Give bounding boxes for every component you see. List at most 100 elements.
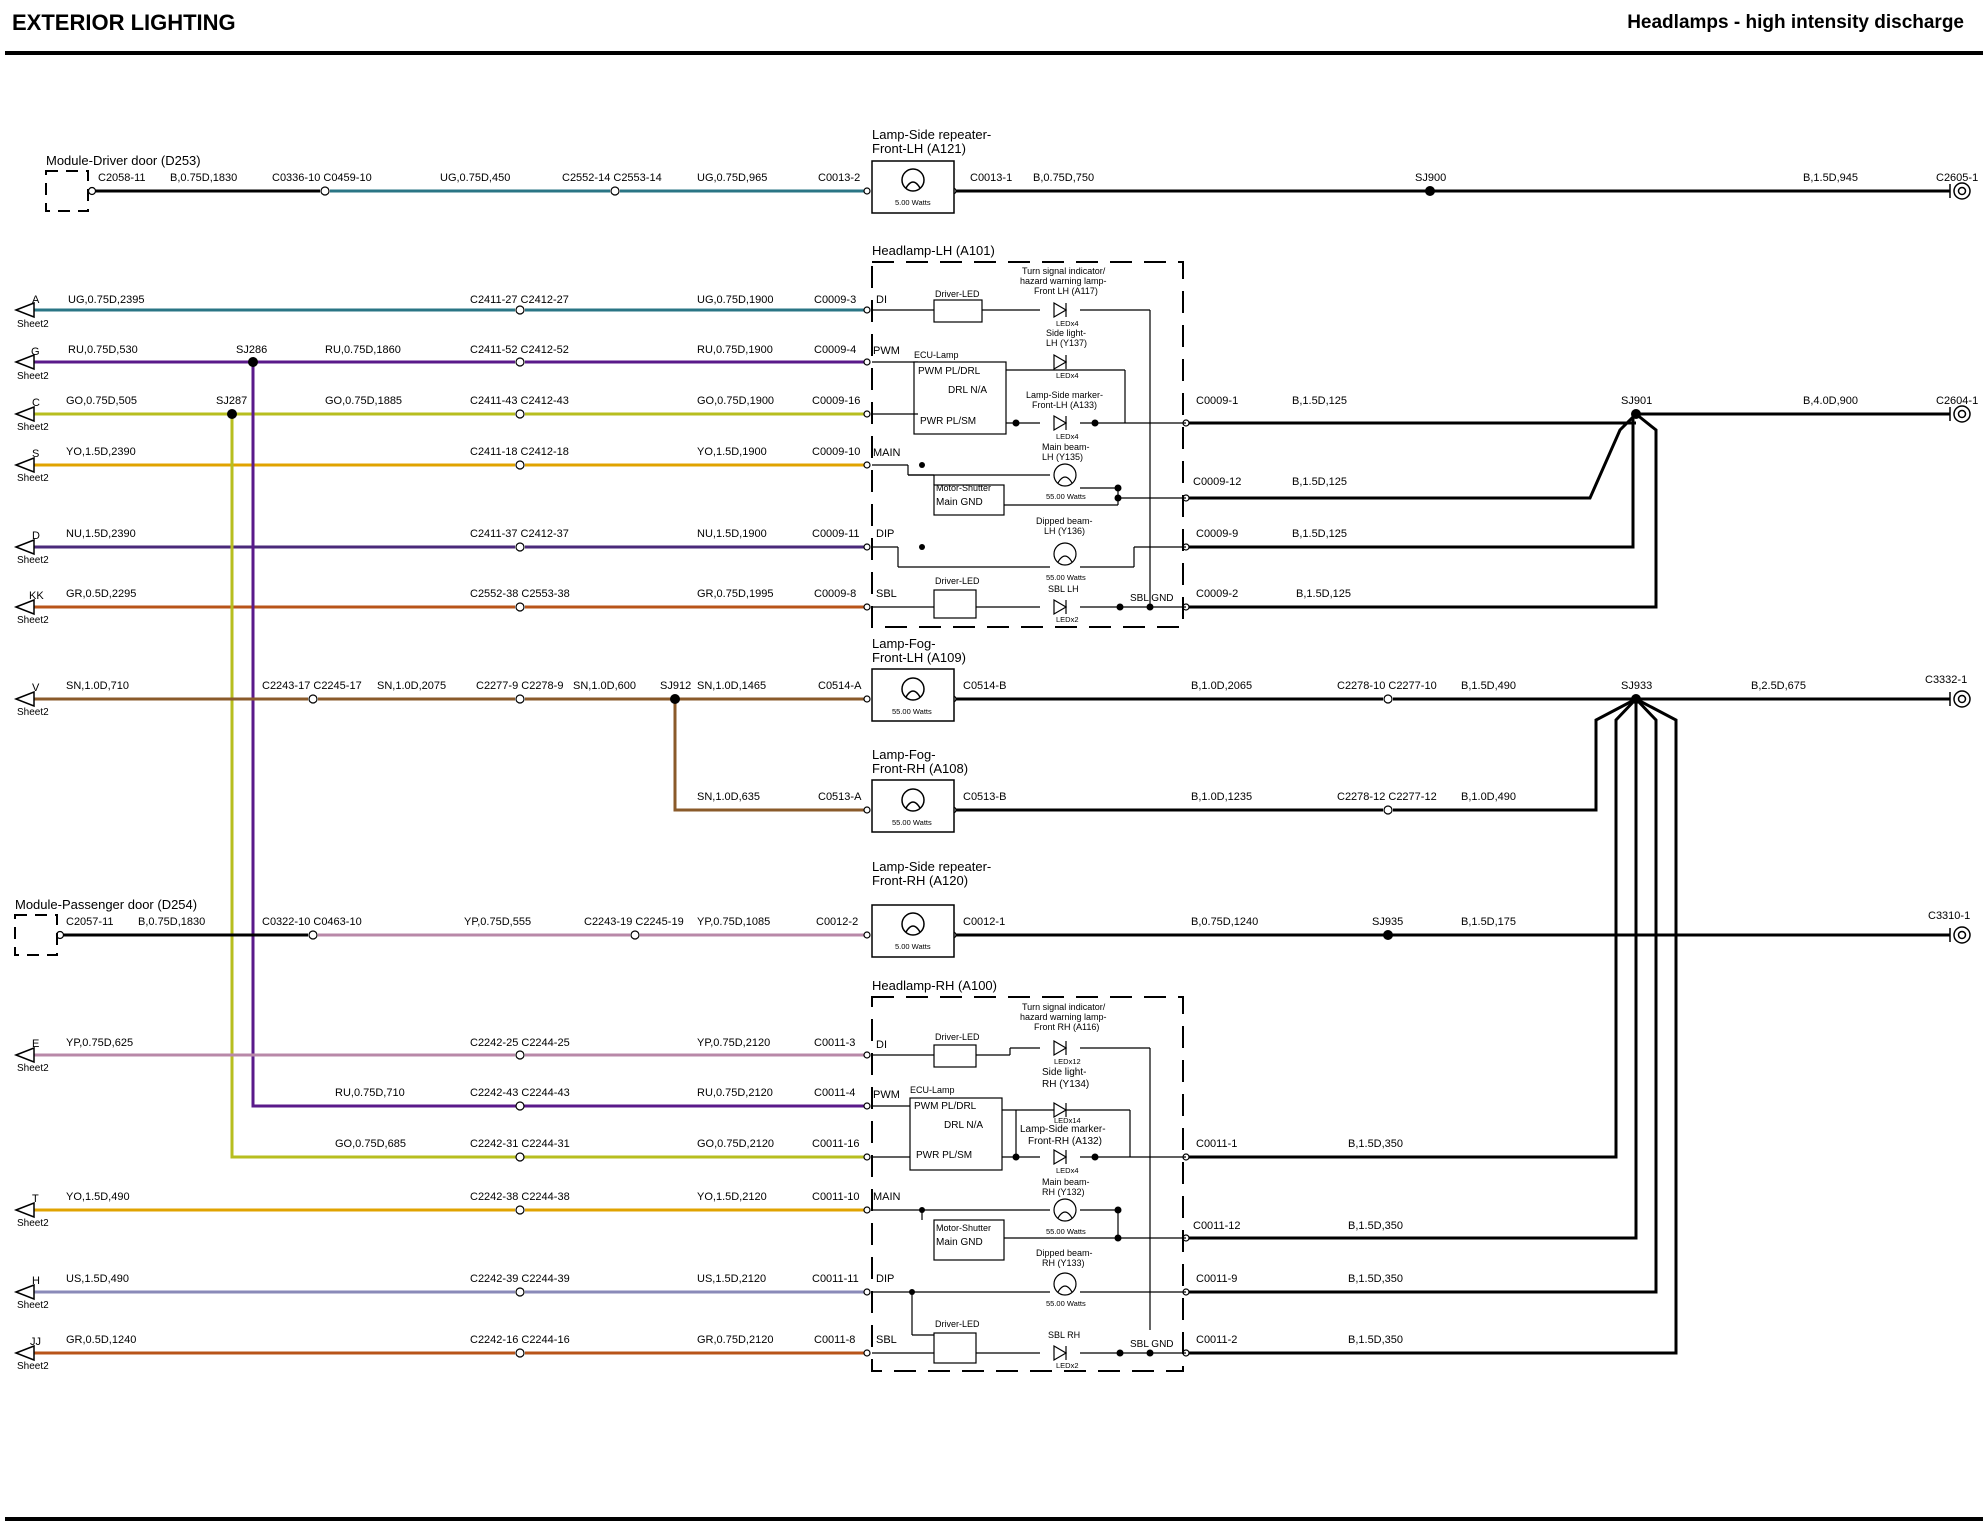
- pin-pwm-rh: PWM: [873, 1089, 900, 1101]
- connector-label: C2242-31 C2244-31: [470, 1138, 570, 1150]
- conn-mark: [308, 694, 318, 704]
- wire-label: NU,1.5D,2390: [66, 528, 136, 540]
- wire-label: B,1.0D,490: [1461, 791, 1516, 803]
- pin-mark: [863, 1153, 871, 1161]
- sheet-label: Sheet2: [17, 422, 49, 433]
- wire-label: GO,0.75D,1900: [697, 395, 774, 407]
- ground-terminal-c2605: [1949, 182, 1971, 200]
- pin-mark: [863, 187, 871, 195]
- led-count-label: LEDx4: [1056, 1166, 1079, 1175]
- led-icon: [1053, 1039, 1068, 1057]
- wire-label: B,1.5D,945: [1803, 172, 1858, 184]
- pin-sbl-rh: SBL: [876, 1334, 897, 1346]
- connector-label: C2411-37 C2412-37: [470, 528, 569, 540]
- connector-label: C0513-A: [818, 791, 862, 803]
- turn-rh-label-1: Turn signal indicator/: [1022, 1002, 1106, 1012]
- watts-label: 55.00 Watts: [1046, 1227, 1086, 1236]
- watts-label: 55.00 Watts: [1046, 492, 1086, 501]
- conn-mark: [630, 930, 640, 940]
- side-lh-label-1: Side light-: [1046, 328, 1086, 338]
- ground-terminals: [1949, 182, 1971, 944]
- wire-label: YP,0.75D,625: [66, 1037, 133, 1049]
- signal-label: JJ: [30, 1336, 41, 1348]
- sheet-arrow-icon: [13, 405, 35, 423]
- conn-mark: [515, 542, 525, 552]
- wire-C-branch: [230, 414, 865, 1159]
- side-repeater-rh-label: Lamp-Side repeater-: [872, 859, 991, 874]
- pin-mark: [863, 603, 871, 611]
- sheet-label: Sheet2: [17, 1300, 49, 1311]
- watts-label: 55.00 Watts: [892, 707, 932, 716]
- pin-mark: [863, 1349, 871, 1357]
- ecu-drl-label: DRL N/A: [944, 1120, 983, 1131]
- sheet-label: Sheet2: [17, 371, 49, 382]
- wire-label: RU,0.75D,530: [68, 344, 138, 356]
- wire-C0009-12: [1188, 412, 1638, 500]
- wire-label: SN,1.0D,600: [573, 680, 636, 692]
- headlamp-rh-dots: [909, 1153, 1154, 1357]
- marker-rh-label-2: Front-RH (A132): [1028, 1136, 1102, 1147]
- ecu-pwr-label: PWR PL/SM: [916, 1150, 972, 1161]
- driver-led-label: Driver-LED: [935, 1032, 980, 1042]
- conn-mark: [1383, 694, 1393, 704]
- wire-label: US,1.5D,2120: [697, 1273, 766, 1285]
- sheet-arrows: [13, 301, 35, 1362]
- wire-label: UG,0.75D,1900: [697, 294, 773, 306]
- signal-label: C: [32, 397, 40, 409]
- bulb-icon: [901, 788, 925, 812]
- conn-mark: [515, 1152, 525, 1162]
- connector-label: C0009-16: [812, 395, 860, 407]
- marker-rh-label-1: Lamp-Side marker-: [1020, 1124, 1106, 1135]
- sheet-label: Sheet2: [17, 615, 49, 626]
- wire-label: B,0.75D,1830: [138, 916, 205, 928]
- led-icon: [1053, 353, 1068, 371]
- wire-label: RU,0.75D,710: [335, 1087, 405, 1099]
- headlamp-lh-labels: Driver-LED ECU-Lamp PWM PL/DRL DRL N/A P…: [873, 266, 1174, 624]
- motor-shutter-label: Motor-Shutter: [936, 1223, 991, 1233]
- splice-sj901: [1631, 409, 1641, 419]
- bulb-icon: [1053, 463, 1077, 487]
- wire-label: UG,0.75D,965: [697, 172, 767, 184]
- pin-dip-rh: DIP: [876, 1273, 894, 1285]
- wire-G-branch: [251, 362, 865, 1108]
- connector-label: C2243-19 C2245-19: [584, 916, 684, 928]
- conn-mark: [515, 1348, 525, 1358]
- pin-di-lh: DI: [876, 294, 887, 306]
- connector-label: C0322-10 C0463-10: [262, 916, 362, 928]
- wire-label: B,1.0D,1235: [1191, 791, 1252, 803]
- wires: [28, 189, 1950, 1355]
- pin-mark: [863, 806, 871, 814]
- wire-label: GR,0.5D,1240: [66, 1334, 136, 1346]
- ground-terminal-c3310: [1949, 926, 1971, 944]
- signal-label: E: [32, 1038, 39, 1050]
- led-count-label: LEDx12: [1054, 1057, 1081, 1066]
- headlamp-rh-label: Headlamp-RH (A100): [872, 978, 997, 993]
- sheet-label: Sheet2: [17, 1218, 49, 1229]
- conn-mark: [515, 1287, 525, 1297]
- bulb-icon: [901, 677, 925, 701]
- ecu-drl-label: DRL N/A: [948, 385, 987, 396]
- wire-label: GR,0.75D,1995: [697, 588, 773, 600]
- pin-mark: [863, 695, 871, 703]
- lamp-boxes: [871, 160, 955, 958]
- headlamp-lh-internals: [872, 299, 1186, 619]
- connector-label: C0012-2: [816, 916, 858, 928]
- signal-label: H: [32, 1275, 40, 1287]
- ground-terminal-c2604: [1949, 405, 1971, 423]
- connector-label: C2242-43 C2244-43: [470, 1087, 570, 1099]
- connector-label: C2411-43 C2412-43: [470, 395, 569, 407]
- driver-led-box: [933, 1044, 977, 1068]
- passenger-door-label: Module-Passenger door (D254): [15, 897, 197, 912]
- connector-label: C3310-1: [1928, 910, 1970, 922]
- sheet-arrow-icon: [13, 1201, 35, 1219]
- conn-mark: [308, 930, 318, 940]
- conn-mark: [1383, 805, 1393, 815]
- inline-connectors: [55, 186, 1393, 1358]
- sheet-arrow-icon: [13, 690, 35, 708]
- splice-label: SJ286: [236, 344, 267, 356]
- splice-label: SJ935: [1372, 916, 1403, 928]
- main-lh-label-2: LH (Y135): [1042, 452, 1083, 462]
- connector-label: C0011-12: [1193, 1220, 1241, 1232]
- dipped-lh-label-2: LH (Y136): [1044, 526, 1085, 536]
- pin-mark: [863, 358, 871, 366]
